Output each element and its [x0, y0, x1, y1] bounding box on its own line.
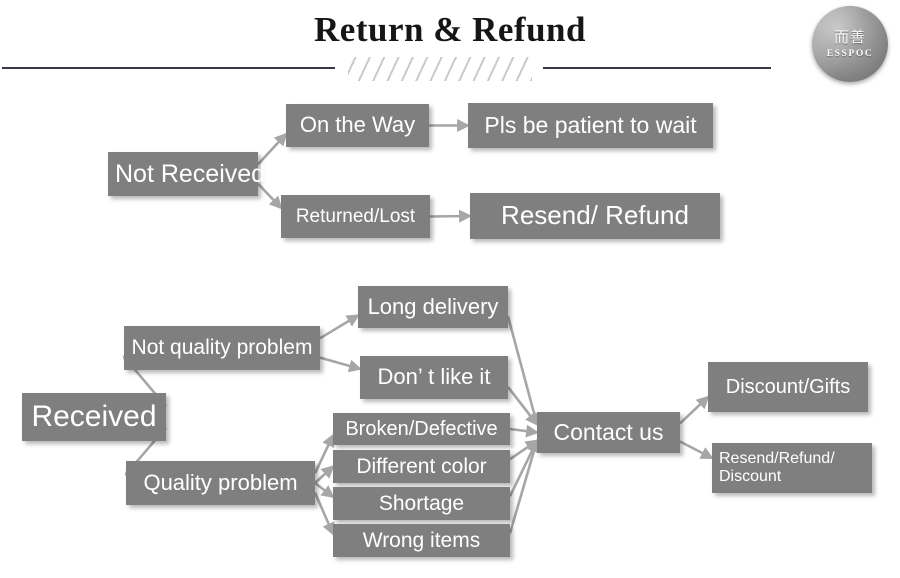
flow-node-wrong-items[interactable]: Wrong items: [333, 524, 510, 557]
flow-node-label: Long delivery: [367, 293, 499, 319]
flow-node-label: On the Way: [299, 112, 416, 138]
page-title: Return & Refund: [314, 10, 586, 49]
flow-node-label: Wrong items: [362, 528, 481, 552]
flow-node-received[interactable]: Received: [22, 393, 166, 441]
flow-edge-not-quality-to-dont-like-it: [319, 356, 363, 373]
flow-node-on-the-way[interactable]: On the Way: [286, 104, 429, 147]
flow-edge-wrong-items-to-contact-us: [508, 438, 541, 534]
flow-edge-quality-problem-to-shortage: [314, 481, 335, 499]
flow-node-label: Contact us: [553, 418, 664, 445]
flow-node-long-delivery[interactable]: Long delivery: [358, 286, 508, 328]
title-hatch-decoration: [348, 57, 532, 81]
flow-edge-not-quality-to-long-delivery: [319, 314, 360, 340]
flow-node-returned-lost[interactable]: Returned/Lost: [281, 195, 430, 238]
flow-edge-contact-us-to-discount-gifts: [679, 395, 710, 425]
flow-node-label: Discount/Gifts: [725, 375, 851, 398]
flow-node-discount-gifts[interactable]: Discount/Gifts: [708, 362, 868, 412]
flow-node-label: Don’ t like it: [377, 364, 491, 390]
flow-edge-quality-problem-to-broken-defective: [313, 433, 335, 474]
brand-logo-badge: 而善 ESSPOC: [812, 6, 888, 82]
flow-edge-broken-defective-to-contact-us: [509, 424, 540, 438]
flow-node-label: Resend/ Refund: [501, 200, 689, 231]
flow-edge-returned-lost-to-resend-refund: [429, 209, 473, 223]
flow-node-label: Returned/Lost: [295, 205, 416, 227]
flow-node-pls-be-patient[interactable]: Pls be patient to wait: [468, 103, 713, 148]
flow-node-label: Quality problem: [143, 469, 298, 495]
flow-edge-long-delivery-to-contact-us: [506, 315, 541, 427]
flow-edge-not-received-to-returned-lost: [257, 182, 283, 210]
flow-node-quality-problem[interactable]: Quality problem: [126, 461, 315, 505]
logo-brand-text: ESSPOC: [826, 48, 874, 59]
logo-chinese-text: 而善: [833, 27, 866, 46]
flow-node-not-quality[interactable]: Not quality problem: [124, 326, 320, 370]
flow-node-label: Shortage: [378, 491, 465, 515]
flow-edge-not-received-to-on-the-way: [257, 132, 288, 166]
flow-node-contact-us[interactable]: Contact us: [537, 412, 680, 453]
flow-node-label: Not Received: [115, 160, 266, 188]
flow-node-label: Resend/Refund/ Discount: [719, 450, 835, 485]
title-rule-left: [2, 67, 335, 69]
flow-node-label: Different color: [356, 454, 487, 478]
flow-edge-quality-problem-to-different-color: [314, 465, 335, 484]
flow-node-label: Received: [31, 400, 157, 434]
flow-node-resend-refund[interactable]: Resend/ Refund: [470, 193, 720, 239]
flow-node-different-color[interactable]: Different color: [333, 450, 510, 483]
flow-edge-dont-like-it-to-contact-us: [506, 386, 539, 426]
flow-node-label: Broken/Defective: [345, 417, 498, 440]
flow-node-resend-refund-disc[interactable]: Resend/Refund/ Discount: [712, 443, 872, 493]
flow-node-broken-defective[interactable]: Broken/Defective: [333, 413, 510, 445]
title-rule-right: [543, 67, 771, 69]
flow-node-label: Not quality problem: [131, 336, 313, 360]
flow-node-label: Pls be patient to wait: [484, 111, 697, 138]
flow-edge-contact-us-to-resend-refund-disc: [679, 440, 714, 460]
flow-node-not-received[interactable]: Not Received: [108, 152, 265, 196]
flow-node-dont-like-it[interactable]: Don’ t like it: [360, 356, 508, 399]
flow-node-shortage[interactable]: Shortage: [333, 487, 510, 520]
flow-edge-quality-problem-to-wrong-items: [313, 492, 335, 536]
